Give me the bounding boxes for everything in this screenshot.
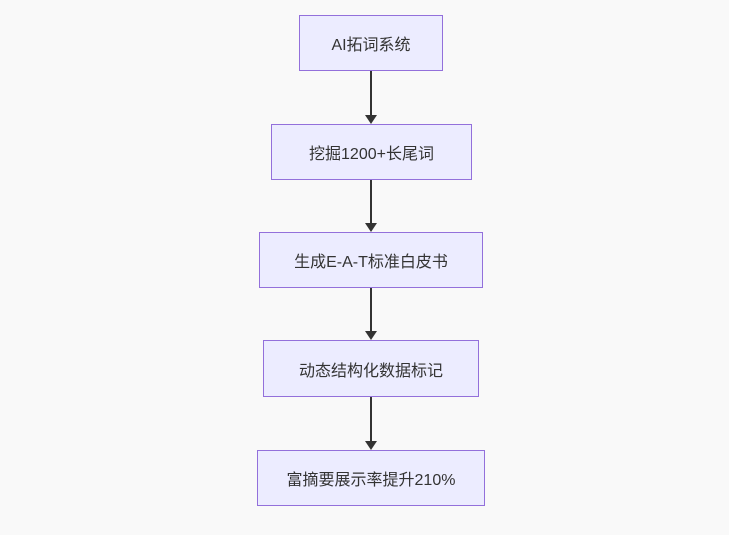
edge-4 bbox=[365, 397, 377, 450]
edge-2 bbox=[365, 180, 377, 232]
edge-line bbox=[370, 71, 372, 115]
arrowhead-down-icon bbox=[365, 223, 377, 232]
edge-line bbox=[370, 180, 372, 223]
node-label: AI拓词系统 bbox=[331, 37, 411, 54]
node-ai-expansion-system: AI拓词系统 bbox=[299, 15, 443, 71]
node-rich-snippet-rate-result: 富摘要展示率提升210% bbox=[257, 450, 485, 506]
node-label: 挖掘1200+长尾词 bbox=[309, 146, 434, 163]
edge-1 bbox=[365, 71, 377, 124]
node-eat-whitepaper: 生成E-A-T标准白皮书 bbox=[259, 232, 483, 288]
arrowhead-down-icon bbox=[365, 115, 377, 124]
arrowhead-down-icon bbox=[365, 441, 377, 450]
node-longtail-keyword-mining: 挖掘1200+长尾词 bbox=[271, 124, 472, 180]
arrowhead-down-icon bbox=[365, 331, 377, 340]
edge-line bbox=[370, 288, 372, 331]
edge-line bbox=[370, 397, 372, 441]
edge-3 bbox=[365, 288, 377, 340]
node-label: 生成E-A-T标准白皮书 bbox=[294, 254, 448, 271]
node-label: 动态结构化数据标记 bbox=[298, 362, 443, 380]
node-label: 富摘要展示率提升210% bbox=[286, 472, 456, 489]
node-dynamic-structured-data-markup: 动态结构化数据标记 bbox=[263, 340, 479, 397]
